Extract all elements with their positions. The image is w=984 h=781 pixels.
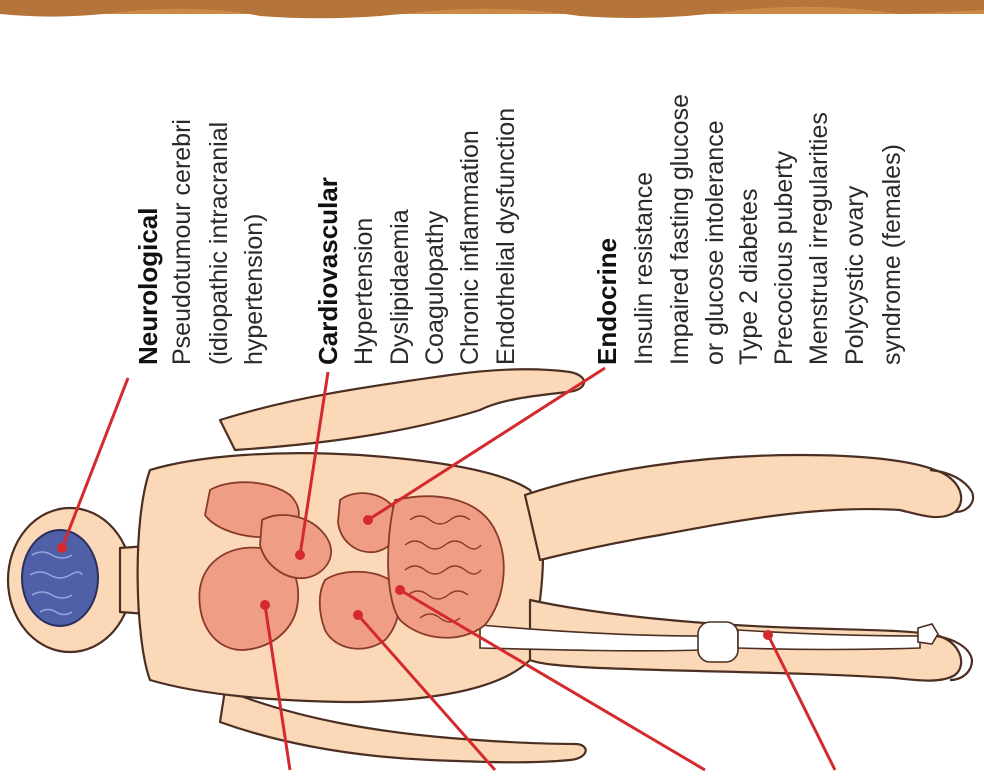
neurological-line-2: (idiopathic intracranial bbox=[207, 122, 232, 365]
endocrine-line-8: syndrome (females) bbox=[880, 144, 905, 365]
endocrine-line-3: or glucose intolerance bbox=[703, 120, 728, 365]
cardiovascular-line-4: Chronic inflammation bbox=[458, 130, 483, 365]
endocrine-line-7: Polycystic ovary bbox=[843, 186, 868, 365]
neurological-line-1: Pseudotumour cerebri bbox=[170, 119, 195, 365]
neurological-line-3: hypertension) bbox=[242, 214, 267, 365]
arm-upper bbox=[220, 369, 584, 450]
endocrine-line-5: Precocious puberty bbox=[772, 151, 797, 365]
cardiovascular-line-1: Hypertension bbox=[352, 218, 377, 365]
endocrine-line-1: Insulin resistance bbox=[632, 172, 657, 365]
endocrine-line-6: Menstrual irregularities bbox=[807, 112, 832, 365]
arm-lower bbox=[220, 690, 586, 762]
endocrine-line-4: Type 2 diabetes bbox=[737, 188, 762, 365]
cardiovascular-line-5: Endothelial dysfunction bbox=[494, 108, 519, 365]
food-photo-strip bbox=[0, 0, 984, 18]
cardiovascular-line-2: Dyslipidaemia bbox=[388, 209, 413, 365]
cardiovascular-line-3: Coagulopathy bbox=[423, 211, 448, 365]
endocrine-line-2: Impaired fasting glucose bbox=[668, 94, 693, 365]
leg-upper bbox=[525, 455, 961, 560]
cardiovascular-header: Cardiovascular bbox=[315, 177, 341, 365]
neurological-header: Neurological bbox=[135, 208, 161, 365]
endocrine-header: Endocrine bbox=[594, 238, 620, 365]
